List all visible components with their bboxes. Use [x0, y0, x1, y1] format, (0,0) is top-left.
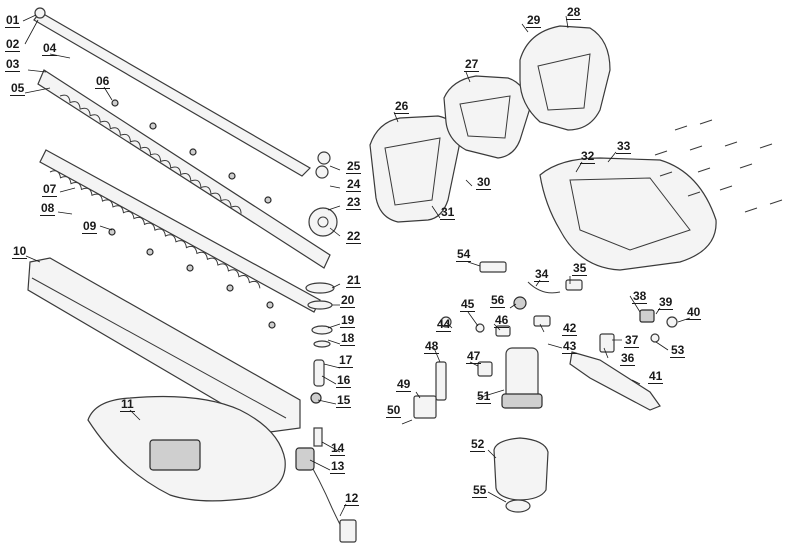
blade-guard[interactable] — [27, 257, 301, 433]
callout-24[interactable]: 24 — [346, 177, 362, 192]
callout-27[interactable]: 27 — [464, 57, 480, 72]
callout-05[interactable]: 05 — [10, 81, 26, 96]
housing-right[interactable] — [539, 157, 717, 271]
blade-bolts[interactable] — [108, 99, 276, 329]
callout-54[interactable]: 54 — [456, 247, 472, 262]
power-cable[interactable] — [295, 447, 357, 543]
callout-52[interactable]: 52 — [470, 437, 486, 452]
callout-46[interactable]: 46 — [494, 313, 510, 328]
callout-44[interactable]: 44 — [436, 317, 452, 332]
housing-frame-27[interactable] — [443, 75, 531, 159]
leader-lines — [22, 14, 691, 517]
callout-09[interactable]: 09 — [82, 219, 98, 234]
housing-left[interactable] — [87, 395, 286, 502]
housing-frame-26[interactable] — [369, 115, 461, 223]
callout-01[interactable]: 01 — [5, 13, 21, 28]
callout-39[interactable]: 39 — [658, 295, 674, 310]
callout-33[interactable]: 33 — [616, 139, 632, 154]
housing-frame-28[interactable] — [519, 25, 611, 131]
callout-45[interactable]: 45 — [460, 297, 476, 312]
callout-48[interactable]: 48 — [424, 339, 440, 354]
callout-53[interactable]: 53 — [670, 343, 686, 358]
callout-14[interactable]: 14 — [330, 441, 346, 456]
callout-20[interactable]: 20 — [340, 293, 356, 308]
callout-26[interactable]: 26 — [394, 99, 410, 114]
callout-13[interactable]: 13 — [330, 459, 346, 474]
lower-blade[interactable] — [39, 149, 321, 313]
callout-21[interactable]: 21 — [346, 273, 362, 288]
blade-guide-rod[interactable] — [33, 7, 311, 177]
switch-lever[interactable] — [569, 351, 661, 411]
callout-11[interactable]: 11 — [120, 397, 135, 412]
motor[interactable] — [501, 347, 543, 409]
callout-37[interactable]: 37 — [624, 333, 640, 348]
callout-47[interactable]: 47 — [466, 349, 482, 364]
callout-19[interactable]: 19 — [340, 313, 356, 328]
callout-38[interactable]: 38 — [632, 289, 648, 304]
callout-51[interactable]: 51 — [476, 389, 492, 404]
callout-36[interactable]: 36 — [620, 351, 636, 366]
callout-42[interactable]: 42 — [562, 321, 578, 336]
callout-08[interactable]: 08 — [40, 201, 56, 216]
switch-parts[interactable] — [413, 261, 678, 419]
callout-34[interactable]: 34 — [534, 267, 550, 282]
gear-parts[interactable] — [305, 151, 338, 447]
callout-02[interactable]: 02 — [5, 37, 21, 52]
callout-17[interactable]: 17 — [338, 353, 354, 368]
callout-50[interactable]: 50 — [386, 403, 402, 418]
callout-32[interactable]: 32 — [580, 149, 596, 164]
bearing[interactable] — [505, 499, 531, 513]
callout-35[interactable]: 35 — [572, 261, 588, 276]
callout-29[interactable]: 29 — [526, 13, 542, 28]
callout-28[interactable]: 28 — [566, 5, 582, 20]
callout-30[interactable]: 30 — [476, 175, 492, 190]
callout-25[interactable]: 25 — [346, 159, 362, 174]
callout-16[interactable]: 16 — [336, 373, 352, 388]
callout-07[interactable]: 07 — [42, 182, 58, 197]
callout-22[interactable]: 22 — [346, 229, 362, 244]
callout-49[interactable]: 49 — [396, 377, 412, 392]
callout-10[interactable]: 10 — [12, 244, 28, 259]
callout-04[interactable]: 04 — [42, 41, 58, 56]
callout-23[interactable]: 23 — [346, 195, 362, 210]
upper-blade[interactable] — [37, 69, 331, 269]
callout-06[interactable]: 06 — [95, 74, 111, 89]
callout-41[interactable]: 41 — [648, 369, 664, 384]
callout-43[interactable]: 43 — [562, 339, 578, 354]
motor-housing[interactable] — [493, 437, 549, 501]
callout-31[interactable]: 31 — [440, 205, 456, 220]
callout-40[interactable]: 40 — [686, 305, 702, 320]
callout-56[interactable]: 56 — [490, 293, 506, 308]
screws[interactable] — [654, 119, 783, 213]
callout-55[interactable]: 55 — [472, 483, 488, 498]
callout-15[interactable]: 15 — [336, 393, 352, 408]
callout-12[interactable]: 12 — [344, 491, 360, 506]
callout-18[interactable]: 18 — [340, 331, 356, 346]
callout-03[interactable]: 03 — [5, 57, 21, 72]
